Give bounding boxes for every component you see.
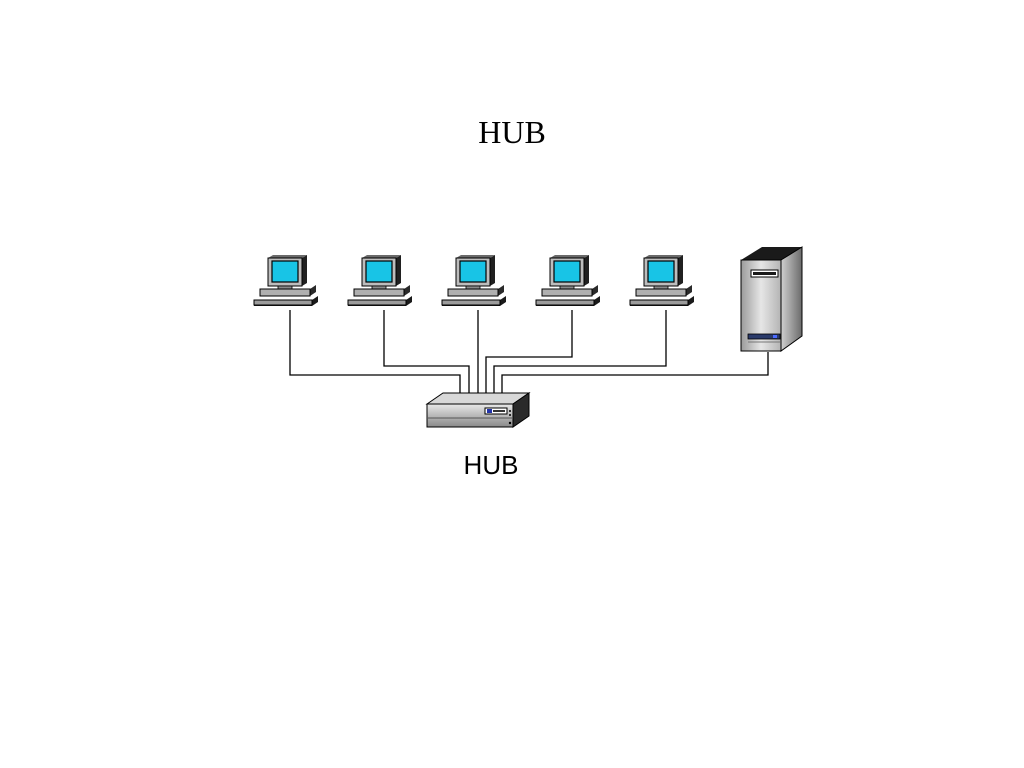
computer-icon xyxy=(629,254,695,307)
hub-label: HUB xyxy=(463,450,519,480)
cable-2 xyxy=(383,310,470,393)
computer-icon xyxy=(535,254,601,307)
cable-4 xyxy=(485,310,573,393)
computer-icon xyxy=(347,254,413,307)
cable-1 xyxy=(289,310,461,393)
slide-title: HUB xyxy=(478,114,546,150)
cable-5 xyxy=(493,310,667,393)
hub-device-icon xyxy=(425,392,531,428)
server-tower-icon xyxy=(740,246,803,352)
computer-icon xyxy=(441,254,507,307)
cable-6 xyxy=(501,352,769,393)
computer-icon xyxy=(253,254,319,307)
